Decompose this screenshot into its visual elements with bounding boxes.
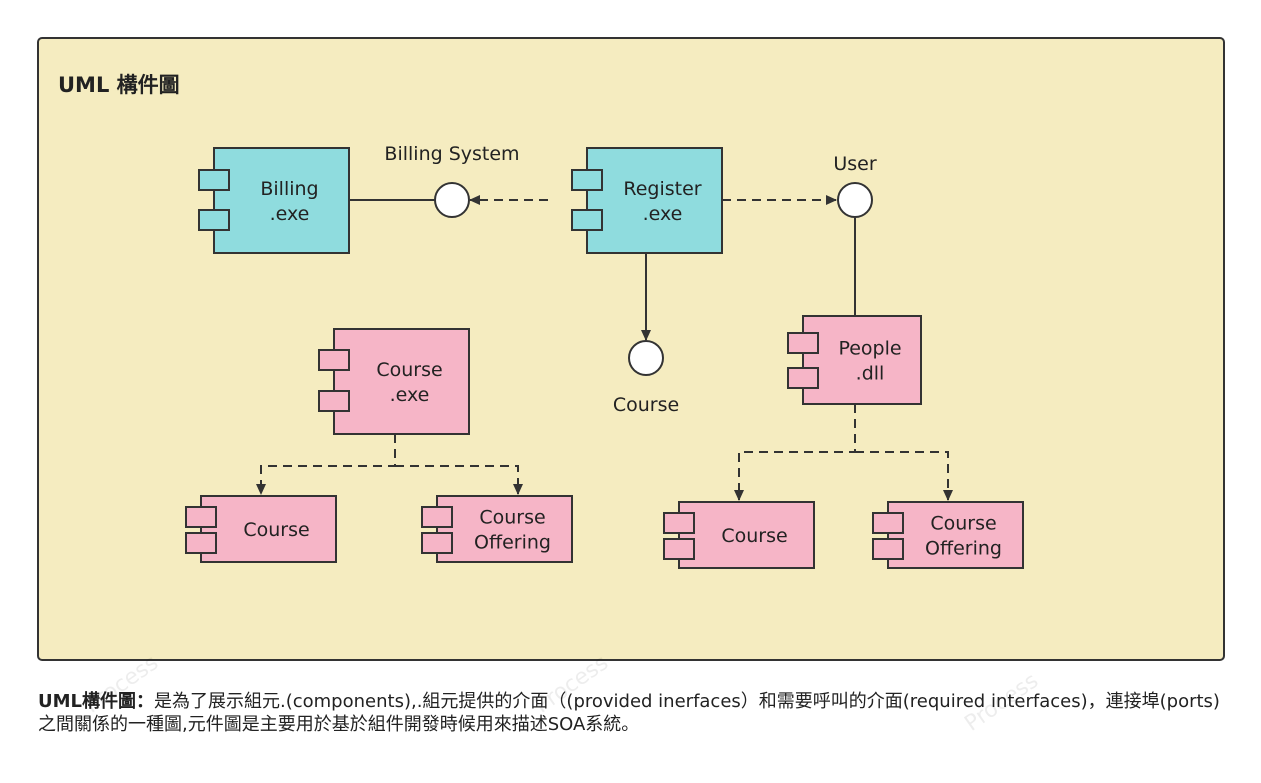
component-port-icon — [185, 532, 217, 554]
diagram-title: UML 構件圖 — [58, 73, 180, 97]
caption: UML構件圖：是為了展示組元.(components),.組元提供的介面（(pr… — [38, 690, 1228, 736]
component-body — [887, 501, 1024, 569]
component-people[interactable]: People .dll — [787, 315, 922, 405]
component-port-icon — [198, 209, 230, 231]
interface-user[interactable]: User — [833, 153, 877, 218]
caption-text: 是為了展示組元.(components),.組元提供的介面（(provided … — [38, 691, 1220, 735]
component-port-icon — [571, 169, 603, 191]
component-port-icon — [571, 209, 603, 231]
component-label: .dll — [856, 363, 885, 385]
component-course-exe[interactable]: Course .exe — [318, 328, 470, 435]
people-to-offering-b-dependency — [855, 451, 953, 501]
component-port-icon — [318, 349, 350, 371]
component-course-b[interactable]: Course — [663, 501, 815, 569]
component-label: .exe — [643, 203, 683, 225]
components: Billing.exeRegister.exeCourse.exePeople.… — [185, 147, 1024, 569]
component-body — [436, 495, 573, 563]
component-label: People — [838, 338, 901, 360]
component-label: .exe — [270, 203, 310, 225]
component-body — [200, 495, 337, 563]
component-body — [678, 501, 815, 569]
component-body — [213, 147, 350, 254]
component-port-icon — [421, 506, 453, 528]
component-label: Offering — [474, 532, 551, 554]
people-to-course-b-dependency — [734, 404, 856, 501]
component-body — [586, 147, 723, 254]
component-label: Course — [376, 359, 442, 381]
component-port-icon — [787, 367, 819, 389]
component-label: Billing — [260, 178, 318, 200]
interface-billing-system[interactable]: Billing System — [384, 143, 520, 218]
component-port-icon — [872, 538, 904, 560]
component-register[interactable]: Register .exe — [571, 147, 723, 254]
component-label: Course — [243, 519, 309, 541]
course-exe-to-course-a-dependency — [256, 434, 396, 495]
connectors — [256, 195, 953, 501]
component-billing[interactable]: Billing .exe — [198, 147, 350, 254]
interface-label: Billing System — [384, 143, 519, 165]
interface-course-iface[interactable]: Course — [613, 340, 679, 416]
component-body — [333, 328, 470, 435]
course-exe-to-offering-a-dependency — [395, 465, 523, 495]
component-port-icon — [318, 390, 350, 412]
component-label: Course — [479, 507, 545, 529]
caption-title: UML構件圖： — [38, 691, 154, 712]
component-port-icon — [198, 169, 230, 191]
component-port-icon — [872, 512, 904, 534]
component-port-icon — [421, 532, 453, 554]
interface-lollipop-icon — [837, 182, 873, 218]
component-label: Course — [721, 525, 787, 547]
interface-lollipop-icon — [628, 340, 664, 376]
component-port-icon — [185, 506, 217, 528]
component-label: Register — [623, 178, 701, 200]
interface-label: User — [833, 153, 876, 175]
component-port-icon — [663, 538, 695, 560]
interface-label: Course — [613, 394, 679, 416]
component-label: Course — [930, 513, 996, 535]
component-label: .exe — [390, 384, 430, 406]
component-label: Offering — [925, 538, 1002, 560]
component-port-icon — [787, 332, 819, 354]
component-course-a[interactable]: Course — [185, 495, 337, 563]
interface-lollipop-icon — [434, 182, 470, 218]
component-port-icon — [663, 512, 695, 534]
component-body — [802, 315, 922, 405]
